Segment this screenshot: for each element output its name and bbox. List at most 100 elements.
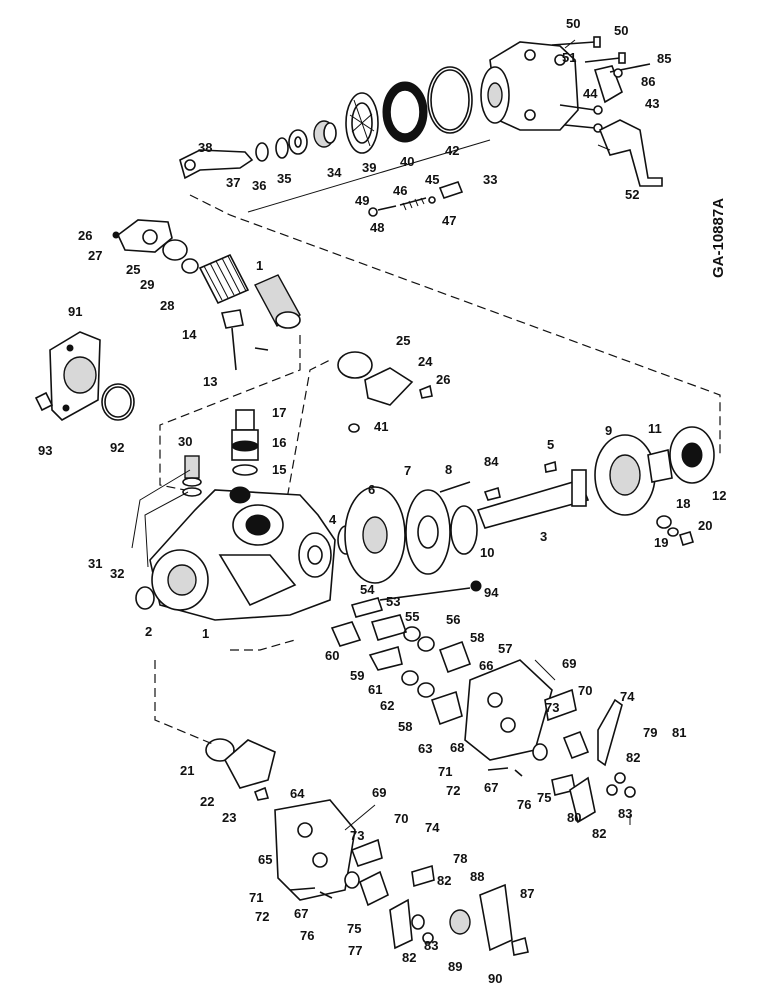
callout-17: 17 bbox=[272, 405, 286, 420]
callout-61: 61 bbox=[368, 682, 382, 697]
callout-31: 31 bbox=[88, 556, 102, 571]
callout-81: 81 bbox=[672, 725, 686, 740]
callout-51: 51 bbox=[562, 50, 576, 65]
callout-70b: 70 bbox=[394, 811, 408, 826]
callout-39: 39 bbox=[362, 160, 376, 175]
callout-42: 42 bbox=[445, 143, 459, 158]
callout-64: 64 bbox=[290, 786, 305, 801]
callout-88: 88 bbox=[470, 869, 484, 884]
callout-82b: 82 bbox=[592, 826, 606, 841]
callout-labels: 50 50 51 85 86 43 44 38 37 36 35 34 39 4… bbox=[38, 16, 726, 986]
callout-94: 94 bbox=[484, 585, 499, 600]
callout-86: 86 bbox=[641, 74, 655, 89]
callout-53: 53 bbox=[386, 594, 400, 609]
callout-45: 45 bbox=[425, 172, 439, 187]
callout-78: 78 bbox=[453, 851, 467, 866]
callout-47: 47 bbox=[442, 213, 456, 228]
upper-lever-group bbox=[464, 659, 636, 824]
callout-82d: 82 bbox=[402, 950, 416, 965]
callout-9: 9 bbox=[605, 423, 612, 438]
plate-group bbox=[337, 351, 433, 406]
callout-83a: 83 bbox=[618, 806, 632, 821]
callout-58a: 58 bbox=[470, 630, 484, 645]
callout-85: 85 bbox=[657, 51, 671, 66]
callout-41: 41 bbox=[374, 419, 388, 434]
shaft-group bbox=[337, 426, 715, 584]
callout-12: 12 bbox=[712, 488, 726, 503]
callout-69b: 69 bbox=[372, 785, 386, 800]
pump-body bbox=[135, 409, 360, 621]
callout-92: 92 bbox=[110, 440, 124, 455]
callout-54: 54 bbox=[360, 582, 375, 597]
callout-20: 20 bbox=[698, 518, 712, 533]
callout-66: 66 bbox=[479, 658, 493, 673]
callout-19: 19 bbox=[654, 535, 668, 550]
callout-48: 48 bbox=[370, 220, 384, 235]
callout-67b: 67 bbox=[294, 906, 308, 921]
callout-76a: 76 bbox=[517, 797, 531, 812]
callout-33: 33 bbox=[483, 172, 497, 187]
callout-44: 44 bbox=[583, 86, 598, 101]
callout-73a: 73 bbox=[545, 700, 559, 715]
callout-68: 68 bbox=[450, 740, 464, 755]
callout-2: 2 bbox=[145, 624, 152, 639]
callout-49: 49 bbox=[355, 193, 369, 208]
callout-65: 65 bbox=[258, 852, 272, 867]
callout-5: 5 bbox=[547, 437, 554, 452]
callout-1a: 1 bbox=[256, 258, 263, 273]
callout-30: 30 bbox=[178, 434, 192, 449]
callout-37: 37 bbox=[226, 175, 240, 190]
callout-36: 36 bbox=[252, 178, 266, 193]
callout-93: 93 bbox=[38, 443, 52, 458]
callout-59: 59 bbox=[350, 668, 364, 683]
callout-62: 62 bbox=[380, 698, 394, 713]
callout-34: 34 bbox=[327, 165, 342, 180]
callout-75a: 75 bbox=[537, 790, 551, 805]
callout-23: 23 bbox=[222, 810, 236, 825]
callout-77: 77 bbox=[348, 943, 362, 958]
callout-72b: 72 bbox=[255, 909, 269, 924]
callout-87: 87 bbox=[520, 886, 534, 901]
drive-housing-group bbox=[179, 36, 663, 217]
callout-32: 32 bbox=[110, 566, 124, 581]
callout-58b: 58 bbox=[398, 719, 412, 734]
callout-82a: 82 bbox=[626, 750, 640, 765]
figure-id: GA-10887A bbox=[710, 198, 727, 278]
callout-4: 4 bbox=[329, 512, 337, 527]
callout-16: 16 bbox=[272, 435, 286, 450]
callout-57: 57 bbox=[498, 641, 512, 656]
callout-90: 90 bbox=[488, 971, 502, 986]
callout-24: 24 bbox=[418, 354, 433, 369]
callout-3: 3 bbox=[540, 529, 547, 544]
callout-79: 79 bbox=[643, 725, 657, 740]
callout-35: 35 bbox=[277, 171, 291, 186]
callout-73b: 73 bbox=[350, 828, 364, 843]
lower-lever-group bbox=[274, 799, 529, 956]
callout-29: 29 bbox=[140, 277, 154, 292]
callout-1b: 1 bbox=[202, 626, 209, 641]
callout-26b: 26 bbox=[436, 372, 450, 387]
callout-25b: 25 bbox=[396, 333, 410, 348]
callout-83b: 83 bbox=[424, 938, 438, 953]
callout-leaders bbox=[131, 39, 631, 831]
callout-28: 28 bbox=[160, 298, 174, 313]
callout-43: 43 bbox=[645, 96, 659, 111]
cover-group bbox=[34, 331, 135, 421]
callout-6: 6 bbox=[368, 482, 375, 497]
callout-71a: 71 bbox=[438, 764, 452, 779]
callout-22: 22 bbox=[200, 794, 214, 809]
upper-left-group bbox=[112, 219, 301, 371]
assembly-reference-lines bbox=[154, 194, 721, 746]
valve-group bbox=[330, 580, 482, 726]
callout-21: 21 bbox=[180, 763, 194, 778]
callout-60: 60 bbox=[325, 648, 339, 663]
callout-18: 18 bbox=[676, 496, 690, 511]
callout-82c: 82 bbox=[437, 873, 451, 888]
callout-8: 8 bbox=[445, 462, 452, 477]
callout-71b: 71 bbox=[249, 890, 263, 905]
callout-56: 56 bbox=[446, 612, 460, 627]
callout-63: 63 bbox=[418, 741, 432, 756]
callout-26a: 26 bbox=[78, 228, 92, 243]
callout-75b: 75 bbox=[347, 921, 361, 936]
